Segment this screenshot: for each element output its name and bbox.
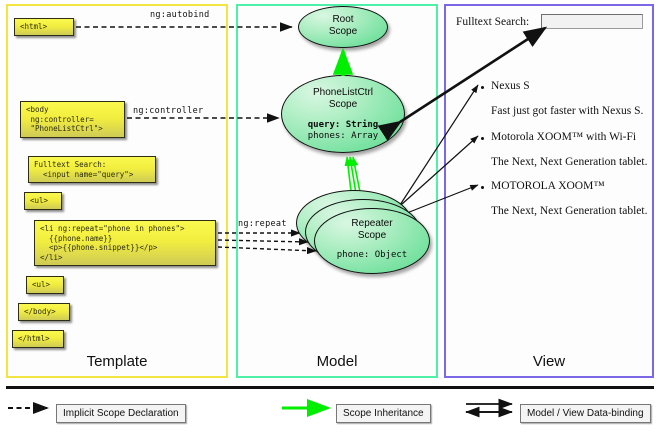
- view-bullet-1: [481, 86, 484, 89]
- scope-repeater-title-line2: Scope: [357, 230, 387, 241]
- view-bullet-3: [481, 186, 484, 189]
- scope-root-title-line1: Root: [332, 14, 354, 25]
- code-box-ul-open: <ul>: [24, 192, 62, 210]
- connector-label-repeat: ng:repeat: [238, 219, 287, 229]
- model-panel-title: Model: [316, 353, 358, 370]
- scope-repeater-title-line1: Repeater: [351, 218, 393, 229]
- scope-repeater-prop-phone: phone: Object: [336, 250, 408, 260]
- view-item-snippet-3: The Next, Next Generation tablet.: [491, 205, 648, 217]
- view-item-name-2: Motorola XOOM™ with Wi-Fi: [491, 131, 637, 143]
- connector-label-autobind: ng:autobind: [150, 10, 210, 20]
- view-bullet-2: [481, 137, 484, 140]
- scope-phonelistctrl: PhoneListCtrl Scope query: String phones…: [281, 75, 405, 153]
- view-item-name-3: MOTOROLA XOOM™: [491, 180, 605, 192]
- view-item-snippet-1: Fast just got faster with Nexus S.: [491, 105, 644, 117]
- scope-root-title-line2: Scope: [328, 26, 358, 37]
- view-item-name-1: Nexus S: [491, 80, 530, 92]
- legend-item-model-view-data-binding: Model / View Data-binding: [520, 404, 651, 423]
- view-search-input[interactable]: [541, 14, 643, 29]
- code-box-fulltext-search: Fulltext Search: <input name="query">: [28, 156, 156, 183]
- scope-repeater: Repeater Scope phone: Object: [314, 208, 430, 274]
- code-box-li-repeat: <li ng:repeat="phone in phones"> {{phone…: [34, 220, 216, 266]
- code-box-html-close: </html>: [12, 330, 64, 348]
- legend-item-implicit-scope-declaration: Implicit Scope Declaration: [56, 404, 186, 423]
- legend-divider: [6, 386, 654, 389]
- view-panel-title: View: [532, 353, 566, 370]
- template-panel: Template: [6, 4, 228, 378]
- scope-phonelistctrl-title-line1: PhoneListCtrl: [312, 87, 374, 98]
- scope-phonelistctrl-title-line2: Scope: [328, 99, 358, 110]
- code-box-body-open: <body ng:controller= "PhoneListCtrl">: [20, 101, 125, 138]
- scope-phonelistctrl-prop-query: query: String: [307, 120, 379, 130]
- scope-root: Root Scope: [298, 6, 388, 48]
- code-box-ul-close: <ul>: [26, 276, 64, 294]
- legend-item-scope-inheritance: Scope Inheritance: [336, 404, 431, 423]
- code-box-body-close: </body>: [18, 303, 70, 321]
- code-box-html-open: <html>: [14, 18, 74, 36]
- scope-phonelistctrl-prop-phones: phones: Array: [307, 131, 379, 141]
- connector-label-controller: ng:controller: [133, 106, 204, 116]
- view-search-label: Fulltext Search:: [456, 16, 530, 28]
- view-item-snippet-2: The Next, Next Generation tablet.: [491, 156, 648, 168]
- template-panel-title: Template: [86, 353, 148, 370]
